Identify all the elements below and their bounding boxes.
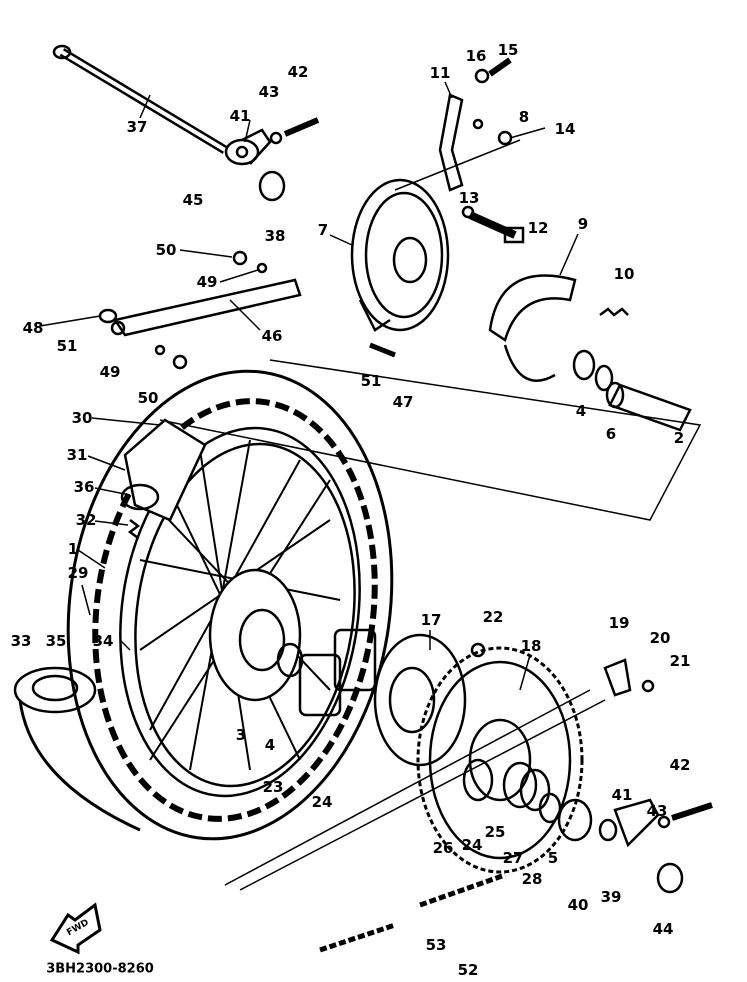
part-label: 13 (458, 189, 480, 207)
part-label: 14 (554, 120, 576, 138)
spring-drawing (599, 307, 629, 317)
part-label: 51 (360, 372, 382, 390)
part-label: 48 (22, 319, 44, 337)
part-label: 32 (75, 511, 97, 529)
part-label: 11 (429, 64, 451, 82)
collar-spacer-drawing (605, 381, 692, 432)
part-label: 39 (600, 888, 622, 906)
nut-drawing (656, 862, 684, 894)
part-label: 12 (527, 219, 549, 237)
part-label: 10 (613, 265, 635, 283)
part-label: 25 (484, 823, 506, 841)
part-label: 20 (649, 629, 671, 647)
damper-drawing (298, 628, 377, 717)
chain-adjuster-drawing (613, 798, 660, 848)
part-label: 23 (262, 778, 284, 796)
part-label: 24 (461, 836, 483, 854)
part-label: 40 (567, 896, 589, 914)
collar-drawing (557, 798, 593, 842)
axle-drawing (52, 44, 228, 154)
collar-drawing (258, 170, 286, 202)
part-label: 42 (669, 756, 691, 774)
part-label: 9 (577, 215, 589, 233)
sprocket-drawing (416, 646, 584, 874)
washer-drawing (269, 131, 283, 145)
forward-arrow-icon (49, 902, 102, 955)
part-label: 45 (182, 191, 204, 209)
part-label: 29 (67, 564, 89, 582)
part-label: 5 (547, 849, 559, 867)
part-label: 49 (99, 363, 121, 381)
part-label: 1 (67, 540, 79, 558)
part-label: 51 (56, 337, 78, 355)
tension-bar-drawing (110, 278, 302, 337)
part-label: 24 (311, 793, 333, 811)
brake-shoe-plate-drawing (350, 178, 450, 332)
part-label: 7 (317, 221, 329, 239)
valve-drawing (127, 519, 141, 539)
part-label: 36 (73, 478, 95, 496)
part-label: 6 (605, 425, 617, 443)
part-label: 43 (258, 83, 280, 101)
part-label: 47 (392, 393, 414, 411)
part-label: 52 (457, 961, 479, 979)
brake-shoe-drawing (488, 274, 577, 382)
rim-band-drawing (123, 418, 207, 522)
tube-drawing (13, 666, 97, 714)
part-label: 53 (425, 936, 447, 954)
diagram-code: 3BH2300-8260 (46, 961, 154, 977)
wheel-tire-drawing (66, 369, 394, 841)
oil-seal-drawing (594, 364, 614, 392)
cam-lever-drawing (438, 93, 464, 192)
part-label: 30 (71, 409, 93, 427)
camshaft-drawing (468, 211, 517, 239)
part-label: 34 (92, 632, 114, 650)
part-label: 50 (137, 389, 159, 407)
clutch-hub-drawing (373, 633, 467, 767)
drive-chain-drawing (319, 872, 506, 953)
part-label: 16 (465, 47, 487, 65)
part-label: 27 (502, 849, 524, 867)
part-label: 28 (521, 870, 543, 888)
part-label: 49 (196, 273, 218, 291)
part-label: 41 (611, 786, 633, 804)
part-label: 42 (287, 63, 309, 81)
part-label: 19 (608, 614, 630, 632)
part-label: 3 (235, 726, 247, 744)
part-label: 15 (497, 41, 519, 59)
part-label: 41 (229, 107, 251, 125)
part-label: 46 (261, 327, 283, 345)
bearing-drawing (572, 349, 596, 381)
part-label: 31 (66, 446, 88, 464)
part-label: 37 (126, 118, 148, 136)
part-label: 4 (575, 402, 587, 420)
part-label: 18 (520, 637, 542, 655)
part-label: 33 (10, 632, 32, 650)
bolt-drawing (283, 117, 320, 137)
part-label: 35 (45, 632, 67, 650)
part-label: 2 (673, 429, 685, 447)
part-label: 50 (155, 241, 177, 259)
part-label: 8 (518, 108, 530, 126)
part-label: 21 (669, 652, 691, 670)
part-label: 43 (646, 802, 668, 820)
part-label: 44 (652, 920, 674, 938)
part-label: 4 (264, 736, 276, 754)
part-label: 17 (420, 611, 442, 629)
part-label: 22 (482, 608, 504, 626)
part-label: 26 (432, 839, 454, 857)
part-label: 38 (264, 227, 286, 245)
chain-adjuster-drawing (224, 128, 272, 166)
